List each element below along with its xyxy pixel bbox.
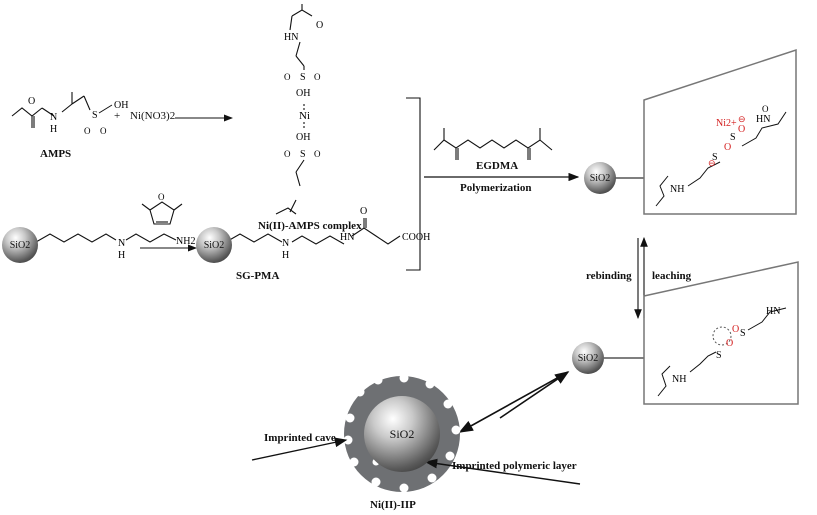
imprinted-layer-label: Imprinted polymeric layer [452,460,577,472]
pma-n: N [282,238,289,249]
egdma-structure [433,128,553,160]
silica-bead-upper: SiO2 [584,162,616,194]
amps-o2: O [100,126,107,136]
upper-o-red1: O [724,142,731,153]
upper-hn: HN [756,114,770,125]
particle-arrow-a [499,371,570,419]
amps-h: H [50,124,57,135]
imprint-frame-lower [643,261,799,405]
sg-chain [35,218,401,245]
lower-nh: NH [672,374,686,385]
complex-structure [275,4,313,215]
amps-o1: O [84,126,91,136]
lower-o-red2: O [732,324,739,335]
complex-oh-top: OH [296,88,310,99]
complex-o-bot-l: O [284,149,291,159]
lower-site-chain [657,307,787,397]
upper-s2: S [730,132,736,143]
amps-label: AMPS [40,148,72,160]
complex-oh-bottom: OH [296,132,310,143]
silica-bead-lower: SiO2 [572,342,604,374]
nickel-salt-label: Ni(NO3)2 [130,110,176,122]
maleic-anhydride [141,201,183,225]
complex-s-top: S [300,72,306,83]
imprinted-cave-label: Imprinted cave [264,432,336,444]
complex-s-bottom: S [300,149,306,160]
complex-o-bot-r: O [314,149,321,159]
pma-cooh: COOH [402,232,430,243]
plus-sign: + [114,110,121,122]
layer-pointer [424,458,581,485]
lower-s2: S [740,328,746,339]
complex-o-top-l: O [284,72,291,82]
sg-n: N [118,238,125,249]
amps-o: O [28,96,35,107]
lower-hn: HN [766,306,780,317]
upper-charge-1: ⊖ [708,158,716,168]
upper-nh: NH [670,184,684,195]
leaching-label: leaching [652,270,692,282]
lower-s: S [716,350,722,361]
upper-charge-2: ⊖ [738,114,746,124]
upper-s: S [712,152,718,163]
particle-arrow-b [458,371,569,433]
silica-label-sgpma: SiO2 [203,239,225,251]
upper-ni-ion: Ni2+ [716,118,737,129]
silica-label-start: SiO2 [9,239,31,251]
amps-n: N [50,112,57,123]
cave-pointer [251,437,348,461]
particle-core: SiO2 [364,396,440,472]
silica-bead-start: SiO2 [2,227,38,263]
upper-site-chain [655,111,787,207]
sg-h: H [118,250,125,261]
sg-nh2: NH2 [176,236,195,247]
particle-core-label: SiO2 [389,426,415,441]
amps-structure [11,92,91,128]
silica-label-upper: SiO2 [589,172,611,184]
polymerization-label: Polymerization [460,182,532,194]
complex-ni: Ni [299,110,310,122]
silica-label-lower: SiO2 [577,352,599,364]
complex-o-top: O [316,20,323,31]
particle-label: Ni(II)-IIP [370,499,416,511]
rebinding-label: rebinding [586,270,632,282]
complex-hn-top: HN [284,32,298,43]
upper-o-red2: O [738,124,745,135]
pma-hn: HN [340,232,354,243]
sgpma-label: SG-PMA [236,270,280,282]
imprint-frame-upper [643,48,797,215]
amps-s: S [92,110,98,121]
reagent-bracket [406,97,421,271]
complex-label: Ni(II)-AMPS complex [258,220,362,232]
pma-o: O [360,206,367,217]
pma-h: H [282,250,289,261]
lower-o-red1: O [726,338,733,349]
complex-o-top-r: O [314,72,321,82]
amps-oh: OH [114,100,128,111]
anhydride-o: O [158,192,165,202]
imprint-cavity [712,326,732,346]
silica-bead-sgpma: SiO2 [196,227,232,263]
egdma-label: EGDMA [476,160,519,172]
upper-o: O [762,104,769,114]
